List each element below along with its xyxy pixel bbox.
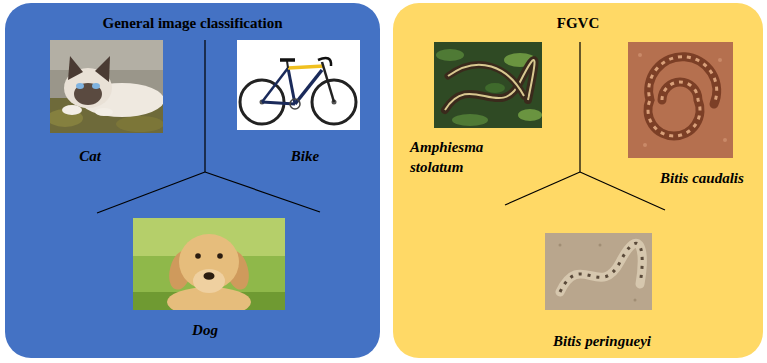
snake-photo (560, 243, 642, 292)
class-label: Bitis caudalis (660, 168, 744, 188)
panel-title: General image classification (5, 15, 380, 32)
cat-photo (116, 116, 163, 132)
bike-photo (280, 58, 295, 62)
bike-photo (287, 61, 288, 68)
cat-photo (74, 83, 102, 105)
bike-photo (237, 40, 360, 130)
tree-lines (580, 172, 665, 210)
tree-lines (505, 172, 580, 205)
snake-photo (518, 109, 542, 121)
snake-photo (452, 114, 488, 126)
bike-photo (295, 70, 322, 104)
bike-photo (312, 80, 356, 124)
bike-photo (260, 100, 265, 105)
cat-photo (95, 108, 113, 116)
snake-photo (560, 243, 642, 292)
dog-photo (133, 218, 285, 256)
class-label: Amphiesma stolatum (410, 137, 514, 177)
bike-photo (288, 66, 324, 68)
snake-photo (628, 42, 733, 158)
snake-photo (445, 60, 535, 110)
tree-lines (204, 40, 205, 172)
cat-photo (76, 83, 84, 89)
snake-photo (723, 138, 727, 142)
snake-photo (559, 244, 562, 247)
dog-photo (133, 218, 285, 310)
cat-photo (50, 40, 163, 133)
tree-lines (579, 42, 580, 172)
snake-photo (434, 42, 542, 128)
cat-photo (50, 98, 163, 133)
snake-photo (634, 299, 637, 302)
dog-photo (133, 218, 285, 310)
category-panel: General image classification (5, 3, 380, 358)
snake-photo (718, 58, 722, 62)
snake-photo (599, 244, 602, 247)
class-label: Dog (192, 320, 218, 340)
dog-photo (195, 253, 201, 259)
dog-photo (221, 248, 253, 292)
snake-photo (448, 65, 524, 96)
snake-photo (545, 233, 652, 310)
tree-lines (97, 172, 205, 213)
cat-photo (50, 109, 83, 127)
class-label: Bitis peringueyi (553, 331, 651, 351)
tree-lines (97, 40, 665, 213)
snake-photo (628, 42, 733, 158)
panel-title: FGVC (393, 15, 763, 32)
snake-photo (485, 83, 505, 93)
cat-photo (50, 40, 163, 70)
snake-photo (545, 233, 652, 310)
cat-photo (92, 83, 100, 89)
bike-photo (318, 58, 331, 66)
snake-photo (648, 57, 717, 136)
class-label: Bike (291, 146, 319, 166)
bike-photo (322, 62, 334, 102)
dog-photo (165, 248, 197, 292)
cat-photo (64, 68, 112, 108)
bike-photo (332, 100, 337, 105)
dog-photo (167, 287, 251, 310)
dog-photo (133, 292, 285, 310)
bike-photo (262, 68, 288, 102)
cat-photo (80, 83, 163, 117)
snake-photo (638, 53, 642, 57)
dog-photo (217, 253, 223, 259)
dog-photo (193, 269, 225, 293)
snake-photo (643, 143, 647, 147)
cat-photo (62, 105, 82, 115)
bike-photo (288, 68, 295, 104)
cat-photo (50, 40, 163, 133)
dog-photo (179, 234, 239, 290)
bike-photo (262, 102, 295, 104)
cat-photo (95, 56, 110, 82)
class-label: Cat (79, 146, 101, 166)
bike-photo (240, 80, 284, 124)
cat-photo (68, 56, 83, 80)
tree-lines (205, 172, 320, 212)
snake-photo (436, 49, 464, 61)
bike-photo (237, 40, 360, 130)
dog-photo (204, 272, 215, 280)
snake-photo (448, 65, 524, 96)
snake-photo (434, 42, 542, 128)
snake-photo (648, 57, 717, 136)
snake-photo (504, 53, 536, 67)
snake-photo (445, 60, 535, 110)
bike-photo (290, 99, 300, 109)
